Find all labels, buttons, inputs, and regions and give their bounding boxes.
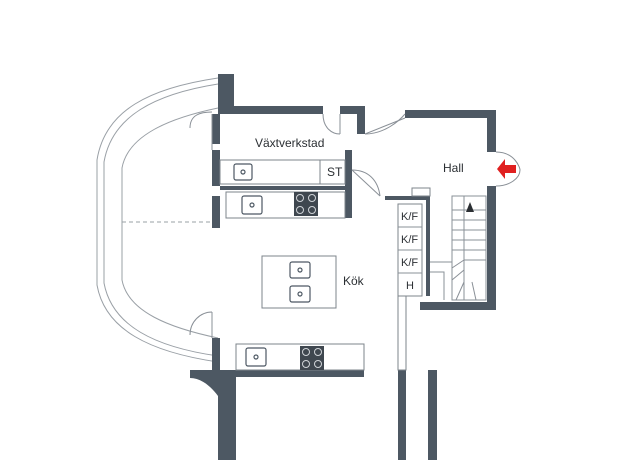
room-label-hall: Hall — [443, 161, 464, 175]
closet-label: K/F — [401, 234, 418, 246]
room-label-vaxtverkstad: Växtverkstad — [255, 136, 324, 150]
closet-label: K/F — [401, 257, 418, 269]
stair-up-arrow-icon — [466, 202, 474, 212]
room-label-kok: Kök — [343, 274, 365, 288]
entrance-arrow-icon — [497, 159, 516, 179]
hob-icon — [300, 346, 324, 370]
closet-label: K/F — [401, 211, 418, 223]
closet-label: H — [406, 280, 414, 292]
closet-column — [397, 203, 423, 371]
doors — [189, 111, 521, 338]
kitchen-upper-counter — [225, 191, 346, 219]
vaxtverkstad-counter — [219, 159, 346, 185]
staircase — [430, 195, 487, 301]
kitchen-island — [261, 255, 337, 309]
walls — [190, 74, 496, 460]
kitchen-lower-counter — [235, 343, 365, 371]
bay-window — [96, 77, 219, 363]
room-label-st: ST — [327, 165, 343, 179]
hall-shelf — [411, 187, 431, 197]
hob-icon — [294, 192, 318, 216]
